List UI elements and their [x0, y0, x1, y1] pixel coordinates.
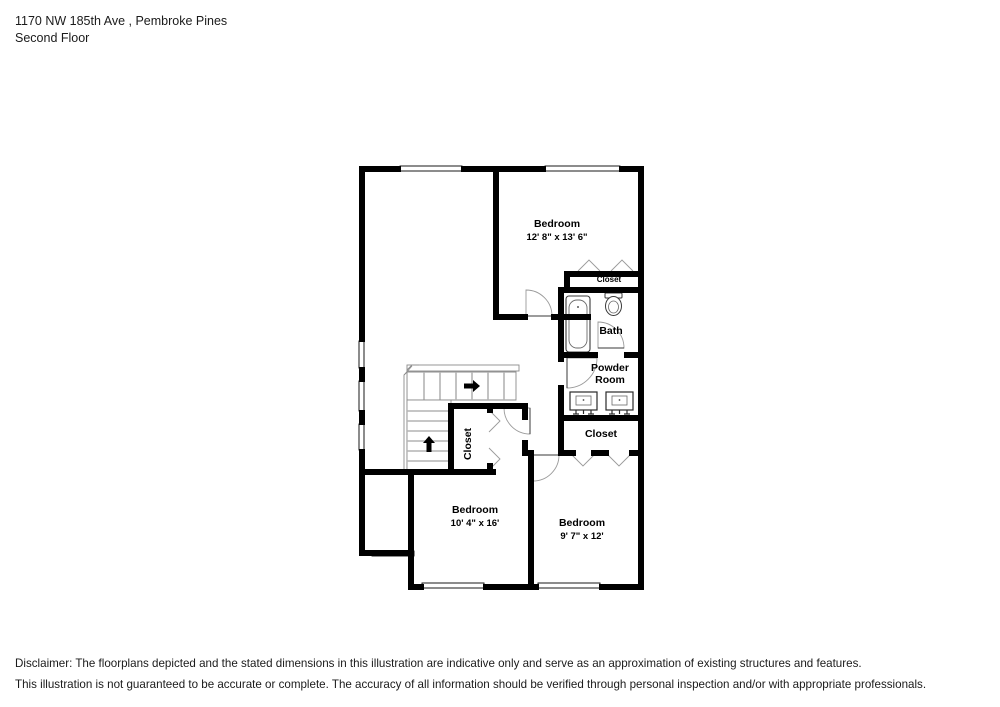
wall-powder-left-a: [558, 352, 564, 362]
wall-closet-lower-left: [558, 415, 564, 453]
room-dim-bedroom-master: 12' 8" x 13' 6": [526, 232, 587, 243]
wall-master-south-c: [590, 314, 591, 320]
room-label-bedroom-master: Bedroom: [534, 218, 580, 230]
floor-plan-drawing: Bedroom 12' 8" x 13' 6" Bedroom 10' 4" x…: [358, 165, 644, 590]
room-label-closet-upper: Closet: [597, 275, 622, 284]
room-label-closet-lower: Closet: [585, 428, 618, 440]
room-label-bedroom-left: Bedroom: [452, 504, 498, 516]
wall-left-c: [359, 410, 365, 425]
wall-bottom-a: [408, 584, 424, 590]
window-bottom-2: [537, 582, 601, 589]
floor-label: Second Floor: [15, 31, 90, 45]
wall-master-south-a: [493, 314, 528, 320]
vanity-sink-right-fixture: [605, 391, 634, 415]
room-label-powder-room-line1: Powder: [591, 362, 629, 374]
door-closet-upper-left: [577, 259, 601, 272]
bathroom-fixtures: [565, 292, 634, 415]
wall-closet-lower-bottom-a: [558, 450, 576, 456]
wall-powder-bottom: [558, 415, 644, 421]
door-closet-hall-top: [488, 409, 501, 433]
door-swings: [488, 259, 634, 482]
door-bedroom-right: [532, 454, 560, 482]
walls: [359, 166, 644, 590]
wall-closet-upper-bottom-b: [591, 287, 638, 293]
room-label-powder-room-line2: Room: [595, 374, 625, 386]
wall-left-b: [359, 367, 365, 382]
wall-closet-upper-left: [564, 271, 570, 287]
stair-chamfer: [406, 364, 419, 371]
toilet-fixture: [604, 292, 623, 316]
window-top-right: [544, 165, 621, 172]
plan-header: 1170 NW 185th Ave , Pembroke Pines Secon…: [15, 13, 615, 47]
room-dim-bedroom-right: 9' 7" x 12': [560, 531, 603, 542]
wall-hall-closet-notch-top: [487, 403, 493, 413]
wall-bottom-b: [483, 584, 539, 590]
window-left-3: [358, 423, 365, 451]
door-closet-lower-left: [571, 454, 595, 467]
property-address: 1170 NW 185th Ave , Pembroke Pines: [15, 14, 228, 28]
window-top-left: [399, 165, 463, 172]
floor-plan-container: Bedroom 12' 8" x 13' 6" Bedroom 10' 4" x…: [358, 165, 644, 590]
wall-top-b: [461, 166, 546, 172]
wall-left-a: [359, 166, 365, 342]
wall-powder-left-b: [558, 385, 564, 421]
room-label-closet-hall: Closet: [462, 427, 474, 460]
wall-closet-upper-bottom-a: [564, 287, 591, 293]
room-labels: Bedroom 12' 8" x 13' 6" Bedroom 10' 4" x…: [451, 218, 629, 542]
wall-hall-closet-bottom-a: [448, 469, 484, 475]
wall-bedroom-left-west: [408, 475, 414, 590]
disclaimer-line-1: Disclaimer: The floorplans depicted and …: [15, 657, 862, 670]
stair-chamfer-2: [403, 365, 413, 376]
stair-arrow-right-icon: [464, 380, 480, 392]
vanity-sink-left-fixture: [569, 391, 598, 415]
wall-bath-bottom-b: [624, 352, 644, 358]
disclaimer-line-2: This illustration is not guaranteed to b…: [15, 678, 927, 691]
door-closet-lower-right: [607, 454, 631, 467]
wall-bedroom-right-left: [528, 450, 534, 590]
wall-master-south-b: [551, 314, 591, 320]
stair-left-stringer: [403, 370, 408, 471]
room-dim-bedroom-left: 10' 4" x 16': [451, 518, 500, 529]
wall-hall-closet-left: [448, 403, 454, 475]
wall-closet-lower-bottom-c: [629, 450, 644, 456]
window-bottom-1: [421, 582, 485, 589]
door-bath: [597, 321, 625, 349]
wall-bedroom-left-north-b: [408, 469, 454, 475]
wall-right: [638, 166, 644, 590]
wall-closet-lower-bottom-b: [591, 450, 609, 456]
wall-top-c: [619, 166, 644, 172]
wall-bottom-c: [599, 584, 644, 590]
room-label-bedroom-right: Bedroom: [559, 517, 605, 529]
wall-hall-closet-notch-bottom: [487, 463, 493, 475]
wall-bath-left: [558, 287, 564, 354]
door-closet-upper-right: [610, 259, 634, 272]
wall-top-a: [359, 166, 401, 172]
wall-bath-bottom-a: [558, 352, 598, 358]
door-bedroom-master: [525, 289, 553, 317]
wall-closet-upper-top: [564, 271, 638, 277]
wall-hall-closet-right-b: [522, 440, 528, 456]
wall-bottom-left-return: [359, 550, 414, 556]
bathtub-fixture: [565, 295, 591, 353]
door-powder-room: [566, 357, 598, 389]
stair-upper-rail: [406, 364, 520, 372]
disclaimer: Disclaimer: The floorplans depicted and …: [15, 653, 975, 695]
window-left-2: [358, 380, 365, 412]
wall-hall-closet-right-a: [522, 403, 528, 420]
wall-partition-vertical-top: [493, 166, 499, 320]
wall-left-d: [359, 449, 365, 556]
stair-arrow-up-icon: [423, 436, 435, 452]
window-left-1: [358, 340, 365, 369]
room-label-bath: Bath: [599, 325, 622, 337]
staircase: [403, 364, 520, 471]
